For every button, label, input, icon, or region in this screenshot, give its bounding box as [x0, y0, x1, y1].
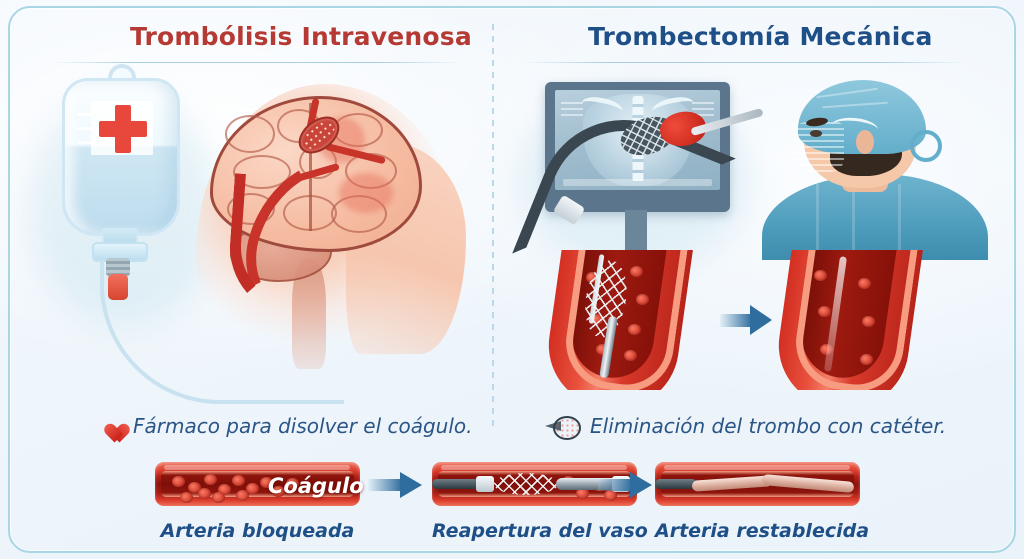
- monitor-readout-line: [692, 108, 714, 110]
- clot-fragment: [212, 492, 225, 503]
- red-blood-cell: [858, 278, 871, 289]
- gown-fold: [898, 184, 901, 250]
- clot-fragment: [204, 474, 217, 485]
- clot-fragment: [630, 266, 643, 277]
- arrow-shaft: [598, 479, 632, 491]
- step-label-3: Arteria restablecida: [655, 520, 870, 542]
- arrow-right-icon: [720, 305, 772, 335]
- caption-right: Eliminación del trombo con catéter.: [545, 414, 947, 440]
- vessel-cutaway-reopened: [760, 250, 940, 390]
- arrow-shaft: [720, 314, 752, 327]
- vessel-cutaway-with-stent: [530, 250, 710, 390]
- iv-graduation-tick: [77, 141, 93, 144]
- arrow-right-icon: [368, 472, 428, 498]
- clot-fragment: [236, 490, 249, 501]
- clot-fragment: [246, 483, 259, 494]
- iv-bag-icon: [58, 64, 180, 300]
- clot-fragment: [628, 324, 641, 335]
- sequence-strip: Coágulo Arteria bloqueada Reapertura del…: [0, 462, 1024, 554]
- clot-fragment: [198, 488, 211, 499]
- catheter-tip-icon: [545, 416, 581, 440]
- brain-midline: [309, 103, 312, 231]
- artery-highlight: [164, 465, 350, 470]
- clot-fragment: [218, 484, 231, 495]
- brain-gyrus: [225, 115, 275, 153]
- red-blood-cell: [860, 354, 873, 365]
- iv-graduation-tick: [77, 113, 93, 116]
- heart-icon: [100, 415, 124, 437]
- panel-title-left: Trombólisis Intravenosa: [130, 22, 472, 51]
- step-label-1: Arteria bloqueada: [160, 520, 355, 542]
- step-label-2: Reapertura del vaso: [432, 520, 648, 542]
- surgeon-ear: [856, 130, 874, 154]
- medical-cross-icon-bar: [99, 121, 147, 137]
- gown-fold: [852, 184, 855, 250]
- title-rule-left: [52, 62, 462, 63]
- catheter-shaft-icon: [432, 479, 480, 489]
- clot-fragment: [260, 477, 273, 488]
- catheter-tip-bulb: [553, 416, 581, 440]
- caption-right-text: Eliminación del trombo con catéter.: [590, 414, 947, 438]
- infarct-area: [339, 173, 393, 213]
- arrow-right-icon-2: [598, 472, 658, 498]
- brain-gyrus: [331, 195, 387, 233]
- clot-fragment: [180, 492, 193, 503]
- brain-gyrus: [233, 155, 291, 189]
- iv-graduation-tick: [77, 127, 93, 130]
- monitor-readout-line: [692, 102, 714, 104]
- panel-title-right: Trombectomía Mecánica: [588, 22, 933, 51]
- iv-bag-body: [62, 78, 180, 236]
- artery-highlight: [441, 465, 627, 470]
- monitor-readout-line: [561, 102, 583, 104]
- title-rule-right: [520, 62, 968, 63]
- brain-gyrus: [227, 193, 275, 225]
- catheter-shaft-icon: [655, 479, 697, 489]
- arrow-head: [630, 472, 652, 498]
- monitor-readout-line: [692, 114, 714, 116]
- clot-fragment: [232, 475, 245, 486]
- clot-fragment: [636, 294, 649, 305]
- clot-fragment: [604, 490, 617, 501]
- red-blood-cell: [814, 270, 827, 281]
- stent-retriever-icon: [494, 473, 558, 495]
- monitor-readout-line: [561, 114, 583, 116]
- panel-divider: [492, 24, 494, 428]
- clot-fragment: [286, 478, 299, 489]
- arrow-head: [400, 472, 422, 498]
- surgeon-eye: [810, 130, 822, 137]
- surgeon-icon: [762, 78, 988, 260]
- caption-left: Fármaco para disolver el coágulo.: [100, 414, 473, 438]
- artery-highlight: [664, 465, 850, 470]
- clot-overlay-label: Coágulo: [268, 474, 364, 498]
- clot-fragment: [188, 482, 201, 493]
- monitor-readout-line: [561, 108, 583, 110]
- catheter-collar: [476, 476, 494, 492]
- monitor-stand: [625, 210, 647, 258]
- clot-fragment: [576, 488, 589, 499]
- cap-tie-icon: [910, 130, 942, 162]
- clot-fragment: [172, 476, 185, 487]
- arrow-shaft: [368, 479, 402, 491]
- clot-fragment: [272, 486, 285, 497]
- clot-fragment: [624, 350, 637, 361]
- brain-head-illustration: [196, 84, 466, 394]
- gown-fold: [816, 184, 819, 250]
- arrow-head: [750, 305, 772, 335]
- red-blood-cell: [818, 306, 831, 317]
- monitor-statusbar: [563, 179, 712, 186]
- caption-left-text: Fármaco para disolver el coágulo.: [133, 414, 473, 438]
- red-blood-cell: [862, 316, 875, 327]
